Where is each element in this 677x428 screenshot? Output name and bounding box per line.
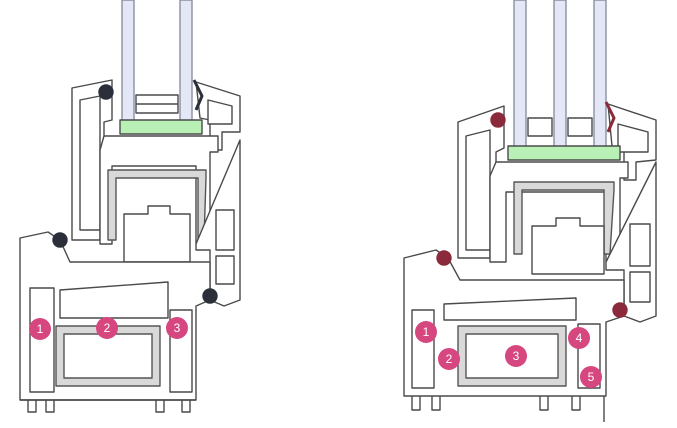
chamber-marker-right-3: 3 [505, 345, 527, 367]
frame-chamber [629, 223, 651, 267]
chamber-marker-left-1: 1 [29, 318, 51, 340]
frame-reinforcement-steel [457, 325, 567, 387]
chamber-marker-left-2: 2 [96, 317, 118, 339]
glass-pane [179, 0, 193, 126]
frame-chamber [59, 281, 169, 319]
frame-chamber [443, 297, 577, 321]
sash-connector [531, 217, 605, 275]
frame-chamber [215, 255, 235, 285]
frame-chamber [215, 209, 235, 251]
glass-pane [513, 0, 527, 151]
frame-reinforcement-steel [55, 325, 161, 387]
glass-pane [593, 0, 607, 151]
sash-inner-chamber [617, 123, 649, 153]
frame-chamber [629, 271, 651, 303]
chamber-marker-right-2: 2 [438, 348, 460, 370]
frame-foot [411, 396, 581, 411]
glass-spacer [567, 117, 593, 137]
sash-connector [123, 205, 191, 263]
sash-inner-chamber [79, 95, 101, 231]
glazing-bead-seal [119, 119, 203, 135]
frame-seal [202, 288, 218, 304]
chamber-marker-right-5: 5 [580, 366, 602, 388]
glass-pane [553, 0, 567, 151]
sash-seal [604, 101, 616, 133]
sash-reinforcement-steel [107, 169, 207, 241]
chamber-marker-right-1: 1 [415, 321, 437, 343]
frame-seal [612, 302, 628, 318]
sash-inner-chamber [465, 129, 491, 251]
left-profile-cross-section [19, 0, 241, 413]
glass-pane [121, 0, 135, 126]
sash-seal [98, 84, 114, 100]
frame-seal [436, 250, 452, 266]
sash-seal [192, 79, 204, 111]
chamber-marker-left-3: 3 [166, 317, 188, 339]
glass-spacer [527, 117, 553, 137]
glazing-bead-seal [507, 145, 621, 161]
sash-seal [490, 112, 506, 128]
sash-inner-chamber [207, 99, 233, 125]
frame-seal [52, 232, 68, 248]
glazing-bead [99, 135, 219, 245]
chamber-marker-right-4: 4 [568, 327, 590, 349]
frame-foot [27, 400, 191, 413]
frame-chamber [29, 287, 55, 393]
